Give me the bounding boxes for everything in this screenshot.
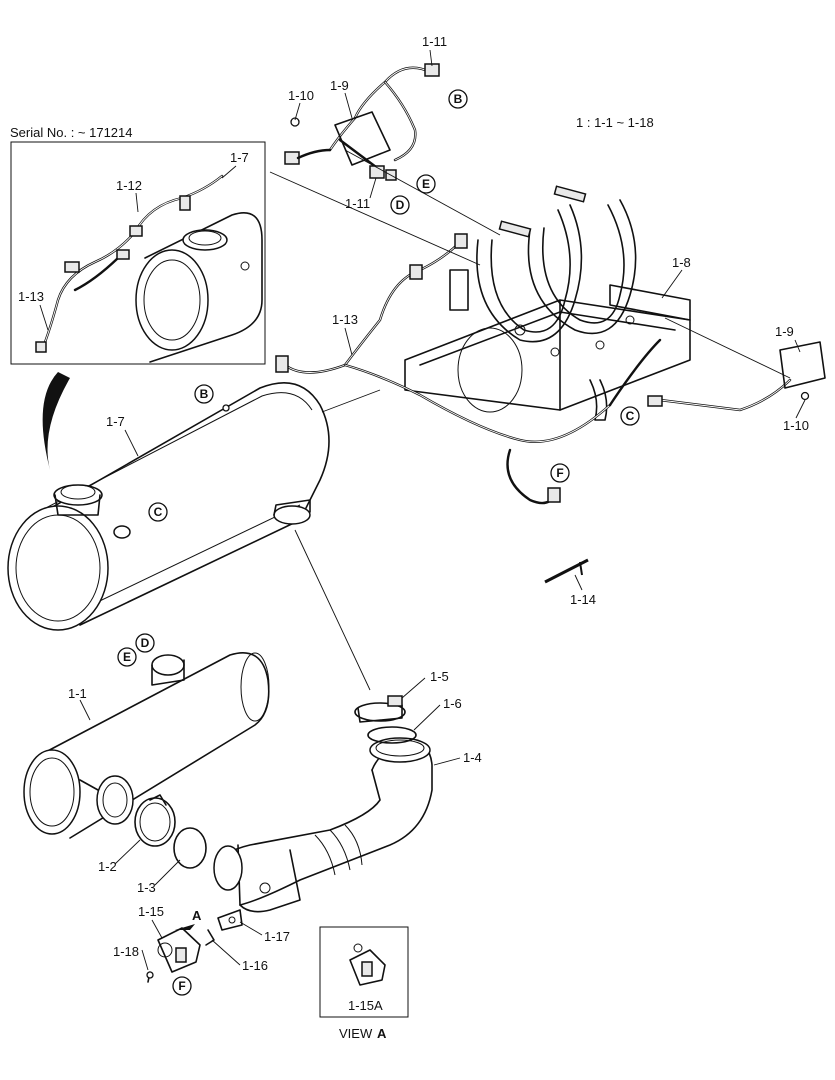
part-label-1-5: 1-5 (430, 669, 449, 684)
part-label-1-18: 1-18 (113, 944, 139, 959)
marker-B-body: B (194, 384, 214, 404)
sensor-bracket-parts (146, 909, 243, 983)
svg-text:D: D (141, 636, 150, 650)
part-label-1-2: 1-2 (98, 859, 117, 874)
svg-text:D: D (396, 198, 405, 212)
part-label-1-3: 1-3 (137, 880, 156, 895)
part-label-1-16: 1-16 (242, 958, 268, 973)
clamp-gasket-lower (134, 794, 207, 869)
part-label-1-10-top: 1-10 (288, 88, 314, 103)
view-arrow-letter: A (192, 908, 202, 923)
part-label-1-8: 1-8 (672, 255, 691, 270)
part-label-1-11-mid: 1-11 (345, 196, 370, 211)
part-label-1-10-right: 1-10 (783, 418, 809, 433)
part-label-1-11-top: 1-11 (422, 34, 447, 49)
inset-detail (10, 141, 266, 470)
svg-text:B: B (200, 387, 209, 401)
marker-E-top: E (416, 174, 436, 194)
marker-C-body: C (148, 502, 168, 522)
marker-F-right: F (550, 463, 570, 483)
svg-text:B: B (454, 92, 463, 106)
part-label-1-9-right: 1-9 (775, 324, 794, 339)
rod-1-14 (544, 558, 589, 584)
part-label-1-14: 1-14 (570, 592, 596, 607)
part-label-1-12: 1-12 (116, 178, 142, 193)
muffler-1-7 (7, 381, 330, 631)
svg-text:F: F (556, 466, 563, 480)
marker-E-low: E (117, 647, 137, 667)
bellows-pipe-1-4 (213, 737, 433, 913)
part-label-1-9-top: 1-9 (330, 78, 349, 93)
svg-text:E: E (123, 650, 131, 664)
view-a-box (319, 926, 409, 1018)
main-harness (275, 233, 826, 505)
view-label-prefix: VIEW (339, 1026, 373, 1041)
marker-B-top: B (448, 89, 468, 109)
part-label-1-6: 1-6 (443, 696, 462, 711)
marker-C-right: C (620, 406, 640, 426)
part-label-1-13-inset: 1-13 (18, 289, 44, 304)
svg-text:E: E (422, 177, 430, 191)
part-label-1-7-inset: 1-7 (230, 150, 249, 165)
marker-D-top: D (390, 195, 410, 215)
range-label: 1 : 1-1 ~ 1-18 (576, 115, 654, 130)
view-label-letter: A (377, 1026, 387, 1041)
bracket-frame-assembly (404, 185, 691, 421)
top-sensor-harness (284, 63, 440, 181)
serial-label: Serial No. : ~ 171214 (10, 125, 133, 140)
view-box-label: 1-15A (348, 998, 383, 1013)
marker-D-low: D (135, 633, 155, 653)
part-label-1-1: 1-1 (68, 686, 87, 701)
clamp-gasket-upper (354, 695, 417, 744)
label-leaders (39, 49, 806, 971)
part-label-1-7: 1-7 (106, 414, 125, 429)
muffler-1-1 (23, 652, 270, 839)
part-label-1-17: 1-17 (264, 929, 290, 944)
marker-F-low: F (172, 976, 192, 996)
svg-text:C: C (626, 409, 635, 423)
part-label-1-13: 1-13 (332, 312, 358, 327)
part-label-1-4: 1-4 (463, 750, 482, 765)
part-label-1-15: 1-15 (138, 904, 164, 919)
svg-text:F: F (178, 979, 185, 993)
svg-text:C: C (154, 505, 163, 519)
